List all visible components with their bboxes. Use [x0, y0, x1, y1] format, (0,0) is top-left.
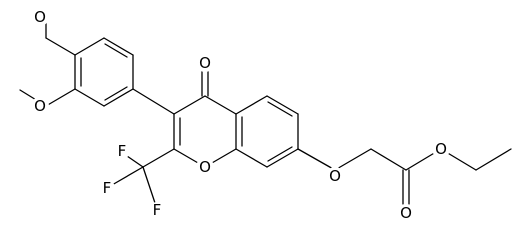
- oxygen-methoxy-top-label: O: [34, 8, 46, 26]
- bond: [74, 37, 105, 56]
- label-mask: [432, 140, 450, 158]
- label-mask: [99, 180, 115, 196]
- bond: [103, 37, 134, 56]
- molecule-structure: O O O O O O O F F F: [19, 8, 512, 222]
- oxygen-ether-label: O: [329, 167, 341, 185]
- oxygen-ester-label: O: [435, 140, 447, 158]
- label-mask: [196, 158, 214, 176]
- label-mask: [326, 167, 344, 185]
- bond: [142, 166, 156, 204]
- fluorine-top-label: F: [118, 142, 127, 160]
- oxygen-methoxy-left-label: O: [34, 97, 46, 115]
- bond: [235, 148, 268, 168]
- bond: [45, 37, 76, 56]
- label-mask: [397, 204, 415, 222]
- oxygen-ester-carbonyl-label: O: [400, 204, 412, 222]
- oxygen-ring-label: O: [199, 158, 211, 176]
- bond: [103, 88, 134, 107]
- bond: [204, 95, 237, 115]
- fluorine-left-label: F: [103, 179, 112, 197]
- bond: [45, 88, 76, 107]
- bond: [104, 43, 128, 58]
- bond: [142, 148, 175, 168]
- bond: [132, 88, 175, 115]
- bond: [74, 88, 105, 107]
- bond: [267, 101, 293, 117]
- bond: [126, 155, 144, 168]
- fluorine-bottom-label: F: [153, 201, 162, 219]
- bond: [173, 95, 206, 115]
- bond: [267, 146, 293, 162]
- bond: [266, 95, 299, 115]
- bond: [235, 95, 268, 115]
- label-mask: [114, 143, 130, 159]
- bond: [111, 166, 144, 186]
- label-mask: [31, 97, 49, 115]
- bond: [104, 86, 128, 101]
- bond: [297, 148, 336, 171]
- oxygen-carbonyl-label: O: [199, 54, 211, 72]
- label-mask: [196, 54, 214, 72]
- label-mask: [149, 202, 165, 218]
- bond: [334, 148, 372, 171]
- bond: [475, 148, 512, 171]
- label-mask: [31, 8, 49, 26]
- bond: [266, 148, 299, 168]
- bond-layer: [19, 11, 512, 205]
- bond: [370, 148, 407, 171]
- atom-label-layer: O O O O O O O F F F: [31, 8, 450, 222]
